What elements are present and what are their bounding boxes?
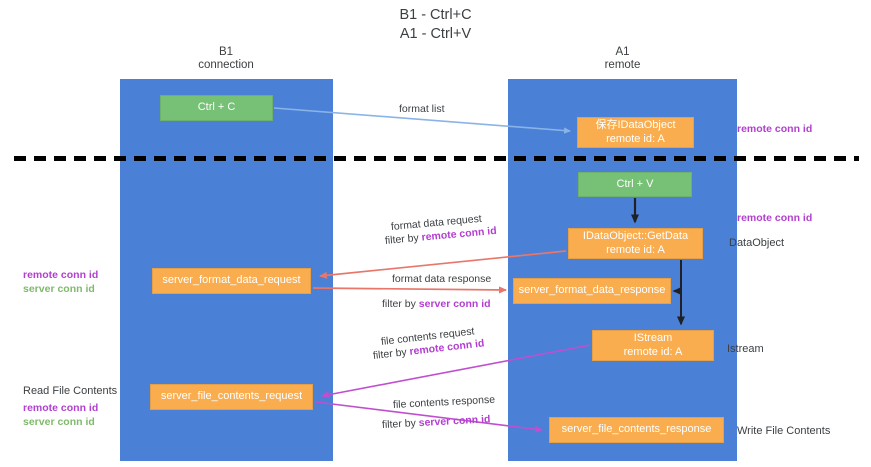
edge-format-list	[273, 107, 571, 134]
label-write-file-contents: Write File Contents	[737, 425, 831, 437]
filter-key-server-conn-id: server conn id	[418, 298, 491, 310]
edge-format-data-request	[319, 250, 567, 279]
node-server-format-data-request[interactable]: server_format_data_request	[152, 268, 311, 294]
phase-divider	[14, 156, 859, 161]
edge-getdata-to-format-response	[672, 260, 682, 295]
edge-file-contents-request	[321, 344, 591, 399]
node-server-file-contents-request[interactable]: server_file_contents_request	[150, 384, 313, 410]
label-istream: Istream	[727, 343, 764, 355]
node-server-file-contents-request-label: server_file_contents_request	[160, 390, 303, 403]
node-server-format-data-request-label: server_format_data_request	[162, 274, 301, 287]
node-ctrl-c[interactable]: Ctrl + C	[160, 95, 273, 121]
annotation-left-remote-conn-id: remote conn id	[23, 269, 99, 281]
filter-key-server-conn-id: server conn id	[418, 413, 491, 430]
node-ctrl-v-label: Ctrl + V	[616, 177, 654, 190]
annotation-remote-conn-id-top-text: remote conn id	[737, 123, 813, 135]
node-ctrl-v[interactable]: Ctrl + V	[578, 172, 692, 197]
edge-label-format-list-text: format list	[399, 103, 445, 115]
node-istream-sub: remote id: A	[623, 345, 683, 358]
node-server-format-data-response[interactable]: server_format_data_response	[513, 278, 671, 304]
annotation-left-remote-conn-id-2: remote conn id	[23, 402, 99, 414]
node-ctrl-c-label: Ctrl + C	[197, 101, 236, 114]
edge-format-data-response	[312, 286, 507, 294]
annotation-conn-ids-left-bottom: remote conn id server conn id	[23, 401, 98, 429]
annotation-remote-conn-id-mid-text: remote conn id	[737, 212, 813, 224]
annotation-remote-conn-id-top: remote conn id	[737, 122, 812, 136]
filter-prefix: filter by	[381, 417, 420, 431]
node-save-idataobject[interactable]: 保存IDataObject remote id: A	[577, 117, 694, 148]
edge-label-format-list: format list	[399, 102, 445, 116]
annotation-left-server-conn-id: server conn id	[23, 283, 95, 295]
node-istream[interactable]: IStream remote id: A	[592, 330, 714, 361]
edge-label-format-data-response-filter: filter by server conn id	[382, 297, 491, 311]
label-dataobject: DataObject	[729, 237, 785, 249]
edge-label-format-data-response: format data response	[392, 272, 491, 286]
node-idataobject-getdata[interactable]: IDataObject::GetData remote id: A	[568, 228, 703, 259]
node-istream-label: IStream	[633, 332, 673, 344]
filter-prefix: filter by	[382, 298, 419, 310]
column-a1-name: A1	[615, 46, 630, 58]
column-a1-sub: remote	[604, 59, 641, 71]
node-server-file-contents-response-label: server_file_contents_response	[561, 423, 712, 436]
node-getdata-sub: remote id: A	[606, 243, 665, 256]
node-save-idataobject-sub: remote id: A	[606, 132, 665, 145]
node-server-file-contents-response[interactable]: server_file_contents_response	[549, 417, 724, 443]
column-b1-name: B1	[218, 46, 234, 58]
annotation-remote-conn-id-mid: remote conn id	[737, 211, 812, 225]
annotation-conn-ids-left-top: remote conn id server conn id	[23, 268, 98, 296]
node-save-idataobject-label: 保存IDataObject	[595, 119, 676, 131]
title-line-2: A1 - Ctrl+V	[399, 26, 472, 42]
column-header-a1: A1 remote	[540, 46, 705, 72]
node-getdata-label: IDataObject::GetData	[582, 230, 689, 242]
filter-prefix: filter by	[384, 231, 423, 247]
column-header-b1: B1 connection	[146, 46, 306, 72]
edge-label-format-data-response-text: format data response	[392, 273, 492, 285]
column-b1-sub: connection	[198, 59, 254, 71]
annotation-left-server-conn-id-2: server conn id	[23, 416, 95, 428]
edge-file-contents-response	[315, 401, 543, 433]
node-server-format-data-response-label: server_format_data_response	[518, 284, 666, 297]
page-title: B1 - Ctrl+C A1 - Ctrl+V	[0, 6, 871, 44]
label-read-file-contents: Read File Contents	[23, 385, 118, 397]
title-line-1: B1 - Ctrl+C	[399, 7, 472, 23]
